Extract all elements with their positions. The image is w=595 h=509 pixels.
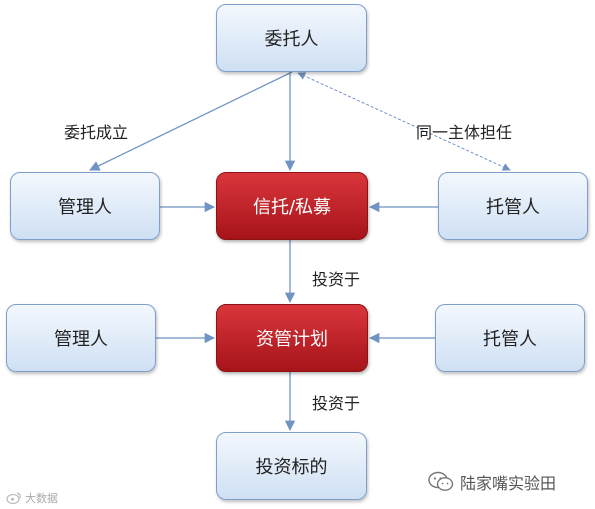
node-target-label: 投资标的 [255, 457, 328, 478]
wechat-icon [428, 471, 454, 491]
node-custodian-top: 托管人 [438, 172, 588, 240]
weibo-icon [6, 492, 21, 504]
watermark-right: 陆家嘴实验田 [428, 470, 556, 494]
node-trust-label: 信托/私募 [252, 197, 332, 218]
label-invest-in-2: 投资于 [312, 394, 361, 413]
label-entrust-established: 委托成立 [64, 123, 129, 142]
node-custodian-bottom-label: 托管人 [483, 329, 537, 350]
arrow-entrustor-to-manager [89, 71, 293, 171]
label-invest-in-1: 投资于 [312, 270, 361, 289]
node-entrustor-label: 委托人 [264, 29, 319, 50]
label-same-entity: 同一主体担任 [416, 123, 513, 142]
node-manager-top-label: 管理人 [58, 197, 112, 218]
node-entrustor: 委托人 [216, 4, 367, 72]
arrow-custodian-dashed [297, 72, 511, 171]
node-target: 投资标的 [216, 432, 367, 500]
node-custodian-top-label: 托管人 [486, 197, 540, 218]
watermark-left: 大数据 [6, 490, 58, 506]
node-trust: 信托/私募 [216, 172, 368, 240]
node-manager-top: 管理人 [10, 172, 160, 240]
node-custodian-bottom: 托管人 [435, 304, 585, 372]
watermark-left-text: 大数据 [25, 492, 58, 505]
node-manager-bottom-label: 管理人 [54, 329, 108, 350]
node-asset-plan-label: 资管计划 [256, 329, 328, 350]
node-manager-bottom: 管理人 [6, 304, 156, 372]
watermark-right-text: 陆家嘴实验田 [460, 474, 557, 493]
node-asset-plan: 资管计划 [216, 304, 368, 372]
